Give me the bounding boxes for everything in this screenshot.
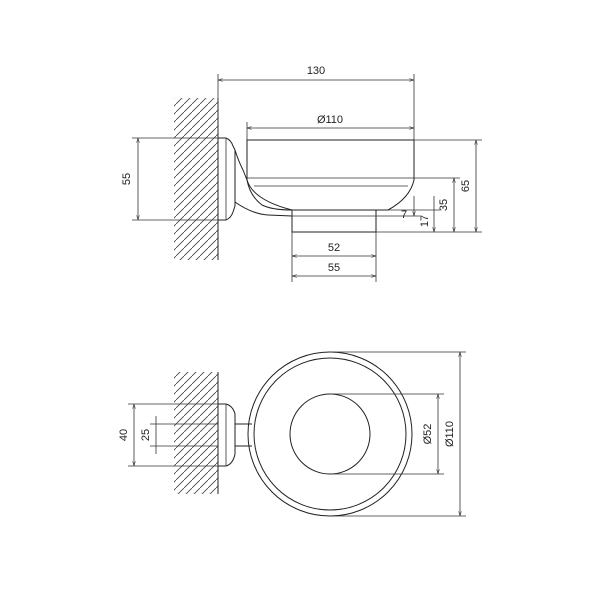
base-cylinder (291, 209, 377, 233)
dim-label-total-height: 65 (460, 180, 472, 192)
dim-label-base-outer: 55 (328, 262, 340, 274)
dim-label-inner-diameter: Ø52 (422, 424, 434, 445)
dim-label-mount-inner: 25 (140, 429, 152, 441)
bowl-profile (246, 139, 415, 211)
base-circle (289, 393, 371, 475)
wall-flange-bottom (218, 403, 236, 467)
dim-label-bowl-diameter: Ø110 (317, 114, 343, 126)
arm-top (234, 149, 248, 181)
wall-flange-top (218, 137, 236, 221)
side-view: 130 Ø110 55 65 35 17 7 52 55 (121, 65, 482, 282)
bowl-outer-circle (247, 351, 413, 517)
arm-curve (246, 179, 293, 211)
plan-view: 40 25 Ø52 Ø110 (118, 351, 466, 517)
bowl-rim-circle (253, 357, 407, 511)
dim-label-mount-outer: 40 (118, 429, 130, 441)
arm-bottom (234, 201, 293, 217)
wall-hatch-top (174, 98, 218, 260)
dim-label-outer-diameter: Ø110 (444, 421, 456, 447)
wall-hatch-bottom (174, 372, 218, 494)
dim-label-overall-width: 130 (307, 65, 325, 77)
dim-label-base-inner: 52 (328, 242, 340, 254)
dim-label-bowl-to-base: 35 (438, 199, 450, 211)
dim-label-wall-height: 55 (121, 173, 133, 185)
dim-label-base-height: 17 (419, 215, 431, 227)
dim-label-base-step: 7 (401, 209, 407, 221)
